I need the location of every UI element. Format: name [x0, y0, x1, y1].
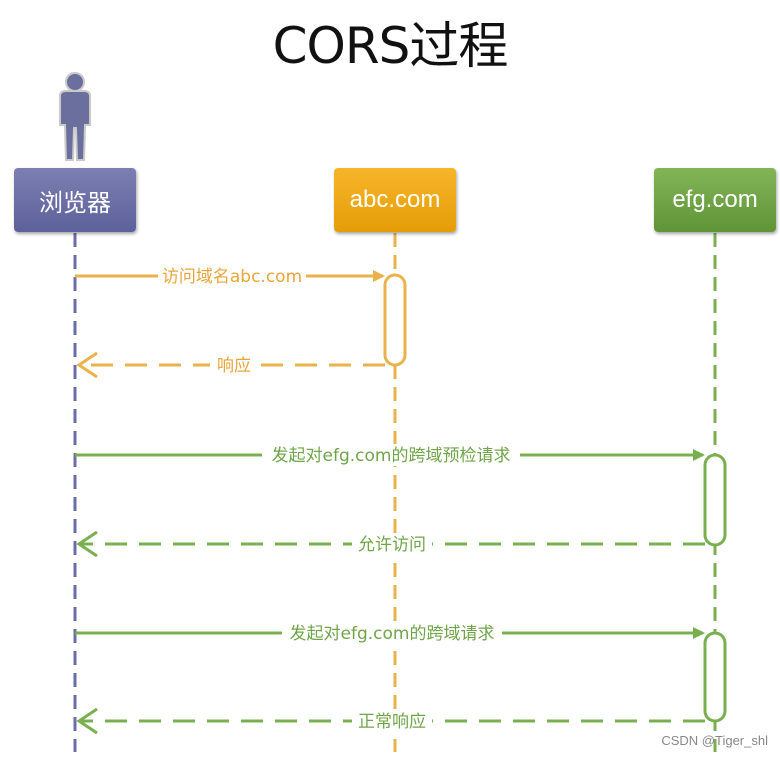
browser-actor: 浏览器	[14, 168, 136, 232]
person-icon	[59, 72, 91, 161]
request-abc-label: 访问域名abc.com	[162, 267, 302, 287]
preflight-label: 发起对efg.com的跨域预检请求	[272, 446, 511, 466]
watermark: CSDN @Tiger_shl	[661, 733, 768, 748]
response-abc-arrowhead	[76, 351, 98, 379]
response-abc-label: 响应	[217, 356, 251, 376]
abc-actor: abc.com	[334, 168, 456, 232]
normal-response-arrowhead	[76, 707, 98, 735]
efg-actor: efg.com	[654, 168, 776, 232]
efg-activation-2	[703, 631, 727, 723]
allow-arrowhead	[76, 530, 98, 558]
cross-request-label: 发起对efg.com的跨域请求	[290, 624, 495, 644]
efg-activation-1	[703, 453, 727, 547]
allow-label: 允许访问	[358, 535, 426, 555]
normal-response-label: 正常响应	[358, 712, 426, 732]
abc-activation	[383, 273, 407, 367]
diagram-title: CORS过程	[272, 17, 509, 75]
